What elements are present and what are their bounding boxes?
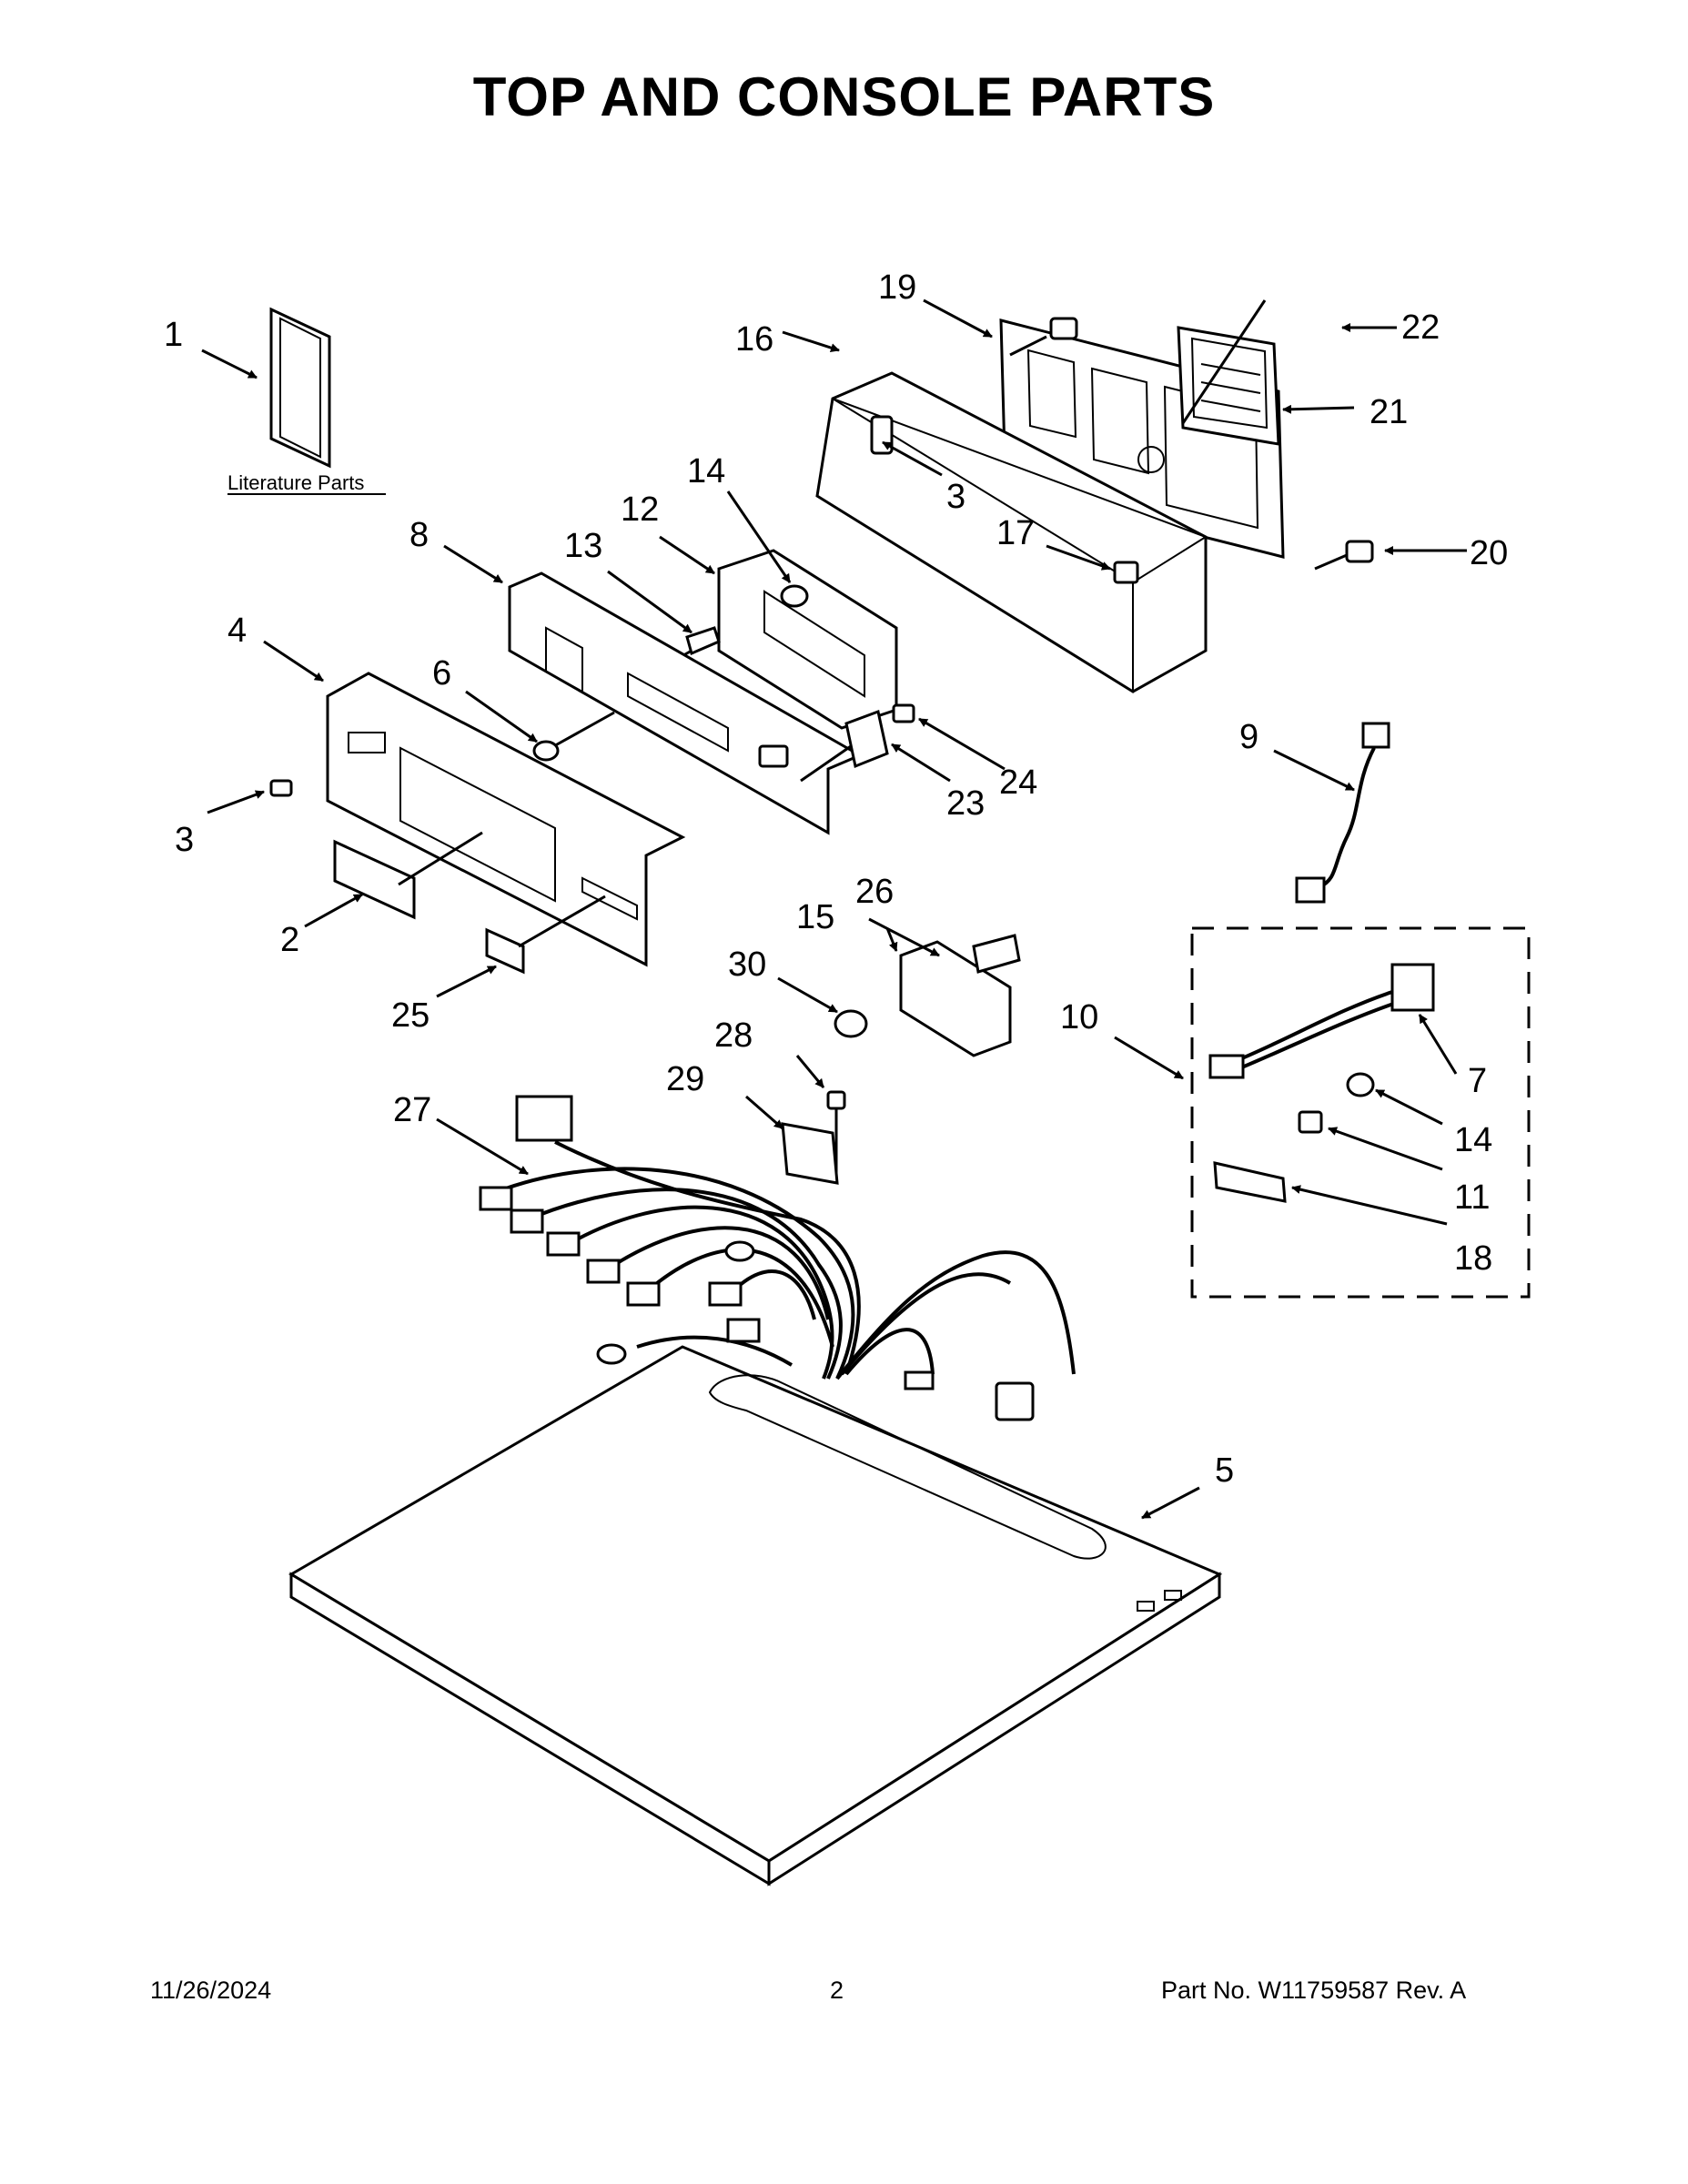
callout-6: 6 <box>432 654 451 693</box>
callout-26: 26 <box>855 873 894 911</box>
callout-17: 17 <box>996 514 1035 552</box>
callout-numbers: 1 2 3 3 4 5 6 7 8 9 10 11 12 13 14 14 15… <box>164 268 1508 1490</box>
callout-11: 11 <box>1454 1178 1490 1217</box>
callout-15: 15 <box>796 898 834 936</box>
switch-29 <box>781 1122 839 1185</box>
callout-16: 16 <box>735 320 773 359</box>
footer-date: 11/26/2024 <box>150 1977 272 2004</box>
nut-30 <box>834 1009 868 1038</box>
literature-label: Literature Parts <box>227 471 364 494</box>
console-panel <box>326 672 686 967</box>
callout-3-lower: 3 <box>175 821 194 859</box>
screw-6 <box>532 711 615 762</box>
leader-lines <box>201 298 1467 1520</box>
callout-25: 25 <box>391 996 430 1035</box>
callout-30: 30 <box>728 945 766 984</box>
bracket-18 <box>1213 1161 1287 1203</box>
callout-10: 10 <box>1060 998 1098 1036</box>
callout-8: 8 <box>409 516 429 554</box>
console-electronic-module <box>1177 326 1280 446</box>
page-title: TOP AND CONSOLE PARTS <box>472 66 1216 127</box>
callout-12: 12 <box>621 490 659 529</box>
callout-23: 23 <box>946 784 985 823</box>
callout-7: 7 <box>1468 1062 1487 1100</box>
callout-24: 24 <box>999 763 1037 802</box>
callout-4: 4 <box>227 612 247 650</box>
footer-part-number: Part No. W11759587 Rev. A <box>1161 1977 1467 2004</box>
callout-14-kit: 14 <box>1454 1121 1492 1159</box>
callout-20: 20 <box>1470 534 1508 572</box>
literature-booklet: Literature Parts <box>227 307 386 495</box>
screw-11 <box>1298 1110 1323 1134</box>
nut-14 <box>1346 1072 1375 1097</box>
callout-29: 29 <box>666 1060 704 1098</box>
screw-3-lower <box>269 779 293 797</box>
callout-28: 28 <box>714 1016 753 1055</box>
harness-kit-10 <box>1190 926 1531 1299</box>
wire-harness-9 <box>1295 722 1390 904</box>
callout-22: 22 <box>1401 308 1440 347</box>
callout-9: 9 <box>1239 718 1258 756</box>
callout-3-upper: 3 <box>946 478 965 516</box>
callout-13: 13 <box>564 527 602 565</box>
bracket-23 <box>800 709 889 783</box>
screw-24 <box>892 703 915 723</box>
connector-26 <box>972 934 1021 974</box>
screw-20 <box>1314 540 1374 571</box>
console-housing <box>815 371 1208 693</box>
callout-5: 5 <box>1215 1451 1234 1490</box>
screw-3-upper <box>870 415 894 455</box>
main-wire-harness <box>479 1095 1076 1421</box>
callout-18: 18 <box>1454 1239 1492 1278</box>
spacer-14 <box>780 584 809 608</box>
callout-14-upper: 14 <box>687 452 725 490</box>
callout-1: 1 <box>164 316 183 354</box>
callout-27: 27 <box>393 1091 431 1129</box>
screw-22 <box>1009 299 1267 424</box>
console-frame <box>508 571 864 835</box>
display-lens-2 <box>333 831 483 920</box>
callout-2: 2 <box>280 921 299 959</box>
overlay-25 <box>485 895 606 975</box>
dryer-top-panel <box>288 1345 1223 1886</box>
callout-19: 19 <box>878 268 916 307</box>
callout-21: 21 <box>1370 393 1408 431</box>
footer-page-number: 2 <box>830 1977 844 2004</box>
